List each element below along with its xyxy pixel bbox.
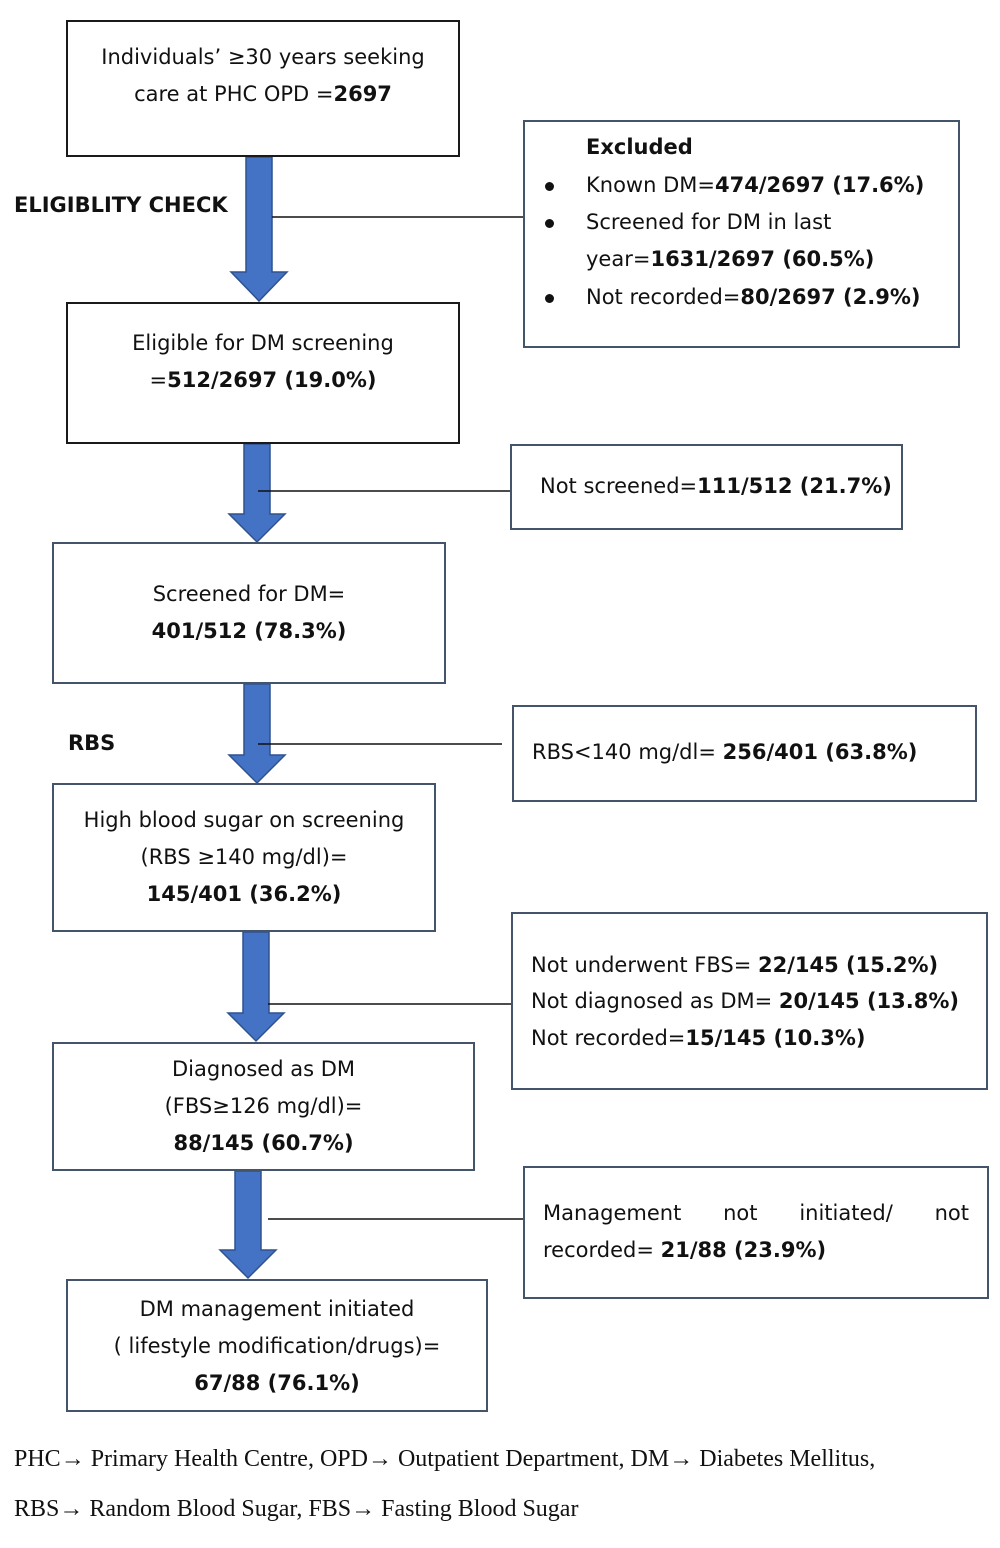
- box-eligible-line1: Eligible for DM screening: [132, 331, 394, 355]
- box-fbs-excluded: Not underwent FBS= 22/145 (15.2%) Not di…: [511, 912, 988, 1090]
- arrow-1-icon: [229, 156, 289, 303]
- box-diagnosed-line1: Diagnosed as DM: [171, 1057, 355, 1081]
- box-diagnosed-line3: 88/145 (60.7%): [173, 1131, 354, 1155]
- box-screened-line2: 401/512 (78.3%): [151, 619, 347, 643]
- box-high-sugar-line3: 145/401 (36.2%): [146, 882, 342, 906]
- fbs-not-underwent: Not underwent FBS= 22/145 (15.2%): [531, 953, 939, 977]
- box-eligible: Eligible for DM screening =512/2697 (19.…: [66, 302, 460, 444]
- not-screened-text: Not screened=111/512 (21.7%): [540, 474, 892, 498]
- box-not-screened: Not screened=111/512 (21.7%): [510, 444, 903, 530]
- stage-label-eligibility: ELIGIBLITY CHECK: [14, 193, 228, 217]
- arrow-3-icon: [227, 683, 287, 785]
- box-management-line1: DM management initiated: [139, 1297, 415, 1321]
- box-screened-line1: Screened for DM=: [152, 582, 346, 606]
- stage-label-rbs: RBS: [68, 731, 116, 755]
- arrow-5-icon: [218, 1170, 278, 1280]
- excluded-item-not-recorded: Not recorded=80/2697 (2.9%): [586, 285, 921, 309]
- bullet-icon: [545, 219, 554, 228]
- box-screened: Screened for DM= 401/512 (78.3%): [52, 542, 446, 684]
- arrow-2-icon: [227, 443, 287, 544]
- bullet-icon: [545, 294, 554, 303]
- excluded-item-known-dm: Known DM=474/2697 (17.6%): [586, 173, 925, 197]
- arrow-4-icon: [226, 931, 286, 1043]
- not-managed-line2: recorded= 21/88 (23.9%): [543, 1238, 827, 1262]
- connector-lines: [258, 216, 523, 1220]
- box-individuals: Individuals’ ≥30 years seeking care at P…: [66, 20, 460, 157]
- excluded-title: Excluded: [586, 135, 693, 159]
- footer-abbreviations-line2: RBS→ Random Blood Sugar, FBS→ Fasting Bl…: [14, 1496, 579, 1522]
- footer-abbreviations-line1: PHC→ Primary Health Centre, OPD→ Outpati…: [14, 1446, 876, 1472]
- box-individuals-line2: care at PHC OPD =2697: [134, 82, 392, 106]
- excluded-item-screened-last-year: Screened for DM in last year=1631/2697 (…: [586, 210, 875, 271]
- not-managed-line1: Management not initiated/ not: [543, 1201, 969, 1225]
- box-high-sugar-line1: High blood sugar on screening: [83, 808, 405, 832]
- box-management-line3: 67/88 (76.1%): [194, 1371, 360, 1395]
- fbs-not-recorded: Not recorded=15/145 (10.3%): [531, 1026, 866, 1050]
- box-not-managed: Management not initiated/ not recorded= …: [523, 1166, 989, 1299]
- rbs-low-text: RBS<140 mg/dl= 256/401 (63.8%): [532, 740, 918, 764]
- box-diagnosed: Diagnosed as DM (FBS≥126 mg/dl)= 88/145 …: [52, 1042, 475, 1171]
- box-excluded: Excluded Known DM=474/2697 (17.6%) Scree…: [523, 120, 960, 348]
- box-high-sugar-line2: (RBS ≥140 mg/dl)=: [140, 845, 348, 869]
- box-management: DM management initiated ( lifestyle modi…: [66, 1279, 488, 1412]
- box-high-sugar: High blood sugar on screening (RBS ≥140 …: [52, 783, 436, 932]
- box-management-line2: ( lifestyle modification/drugs)=: [113, 1334, 441, 1358]
- box-diagnosed-line2: (FBS≥126 mg/dl)=: [164, 1094, 363, 1118]
- box-rbs-low: RBS<140 mg/dl= 256/401 (63.8%): [512, 705, 977, 802]
- box-eligible-line2: =512/2697 (19.0%): [149, 368, 377, 392]
- box-individuals-line1: Individuals’ ≥30 years seeking: [101, 45, 425, 69]
- fbs-not-diagnosed: Not diagnosed as DM= 20/145 (13.8%): [531, 989, 959, 1013]
- bullet-icon: [545, 182, 554, 191]
